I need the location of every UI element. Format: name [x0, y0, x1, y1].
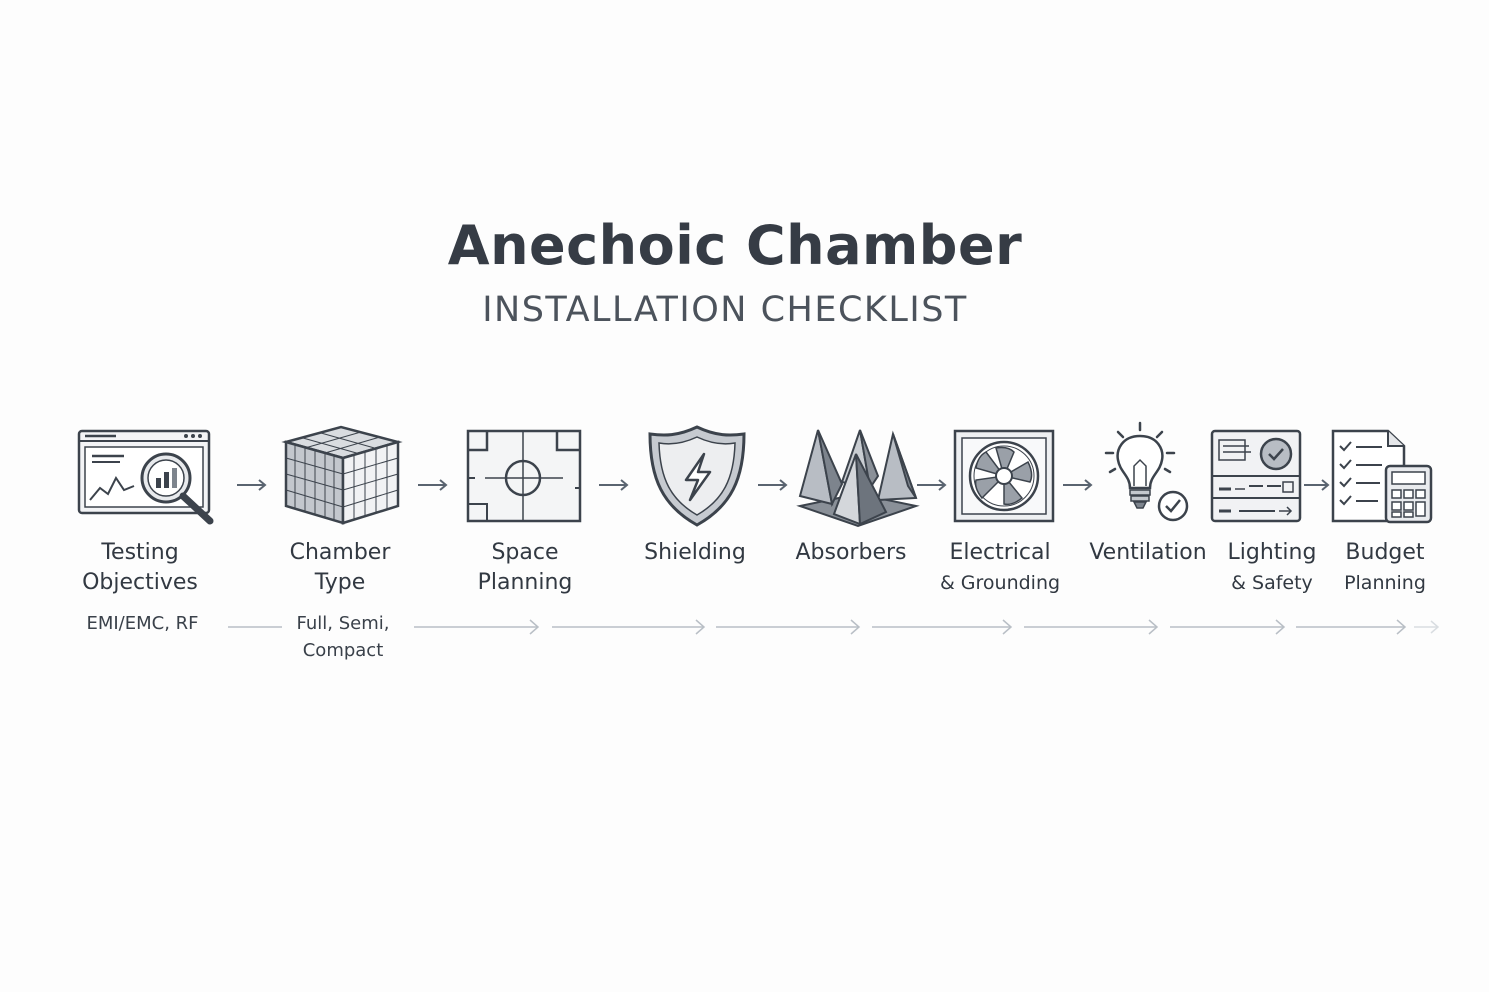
arrow-icon — [237, 479, 267, 491]
step-label-line1: Testing — [101, 540, 179, 565]
detail-line1: Full, Semi, — [296, 613, 390, 634]
arrow-icon — [758, 479, 788, 491]
absorber-cones-icon — [796, 426, 920, 528]
checklist-calculator-icon — [1330, 428, 1434, 526]
shield-bolt-icon — [646, 424, 748, 528]
step-label-electrical-grounding: Electrical & Grounding — [925, 538, 1075, 598]
arrow-icon — [1304, 479, 1330, 491]
fan-panel-icon — [952, 428, 1056, 524]
step-label-lighting-safety: Lighting & Safety — [1214, 538, 1330, 598]
page-title: Anechoic Chamber — [447, 214, 1023, 277]
step-label-line2: Planning — [477, 570, 573, 595]
step-label-line2: & Grounding — [939, 572, 1061, 594]
step-label-line2: & Safety — [1231, 572, 1313, 594]
arrow-icon — [1063, 479, 1093, 491]
step-label-line1: Space — [491, 540, 559, 565]
step-label-line1: Budget — [1345, 540, 1425, 565]
step-label-line2: Objectives — [82, 570, 198, 595]
step-label-line1: Ventilation — [1089, 540, 1207, 565]
step-label-line2: Type — [314, 570, 366, 595]
lightbulb-check-icon — [1102, 420, 1194, 524]
step-label-absorbers: Absorbers — [776, 538, 926, 568]
chamber-cube-icon — [281, 424, 403, 526]
arrow-icon — [418, 479, 448, 491]
step-label-shielding: Shielding — [620, 538, 770, 568]
detail-line2: Compact — [302, 640, 384, 661]
step-label-line1: Shielding — [644, 540, 746, 565]
step-label-ventilation: Ventilation — [1078, 538, 1218, 568]
monitor-magnifier-icon — [76, 428, 216, 526]
arrow-icon — [599, 479, 629, 491]
page-subtitle: INSTALLATION CHECKLIST — [482, 290, 968, 330]
step-detail-testing-objectives: EMI/EMC, RF — [60, 610, 225, 637]
step-detail-chamber-type: Full, Semi, Compact — [270, 610, 416, 664]
detail-line1: EMI/EMC, RF — [86, 613, 199, 634]
floor-plan-icon — [465, 428, 583, 524]
step-label-line1: Absorbers — [795, 540, 907, 565]
step-label-line1: Lighting — [1227, 540, 1317, 565]
step-label-line1: Chamber — [289, 540, 391, 565]
arrow-icon — [917, 479, 947, 491]
control-panel-icon — [1209, 428, 1303, 524]
step-label-line2: Planning — [1344, 572, 1426, 594]
step-label-line1: Electrical — [949, 540, 1051, 565]
